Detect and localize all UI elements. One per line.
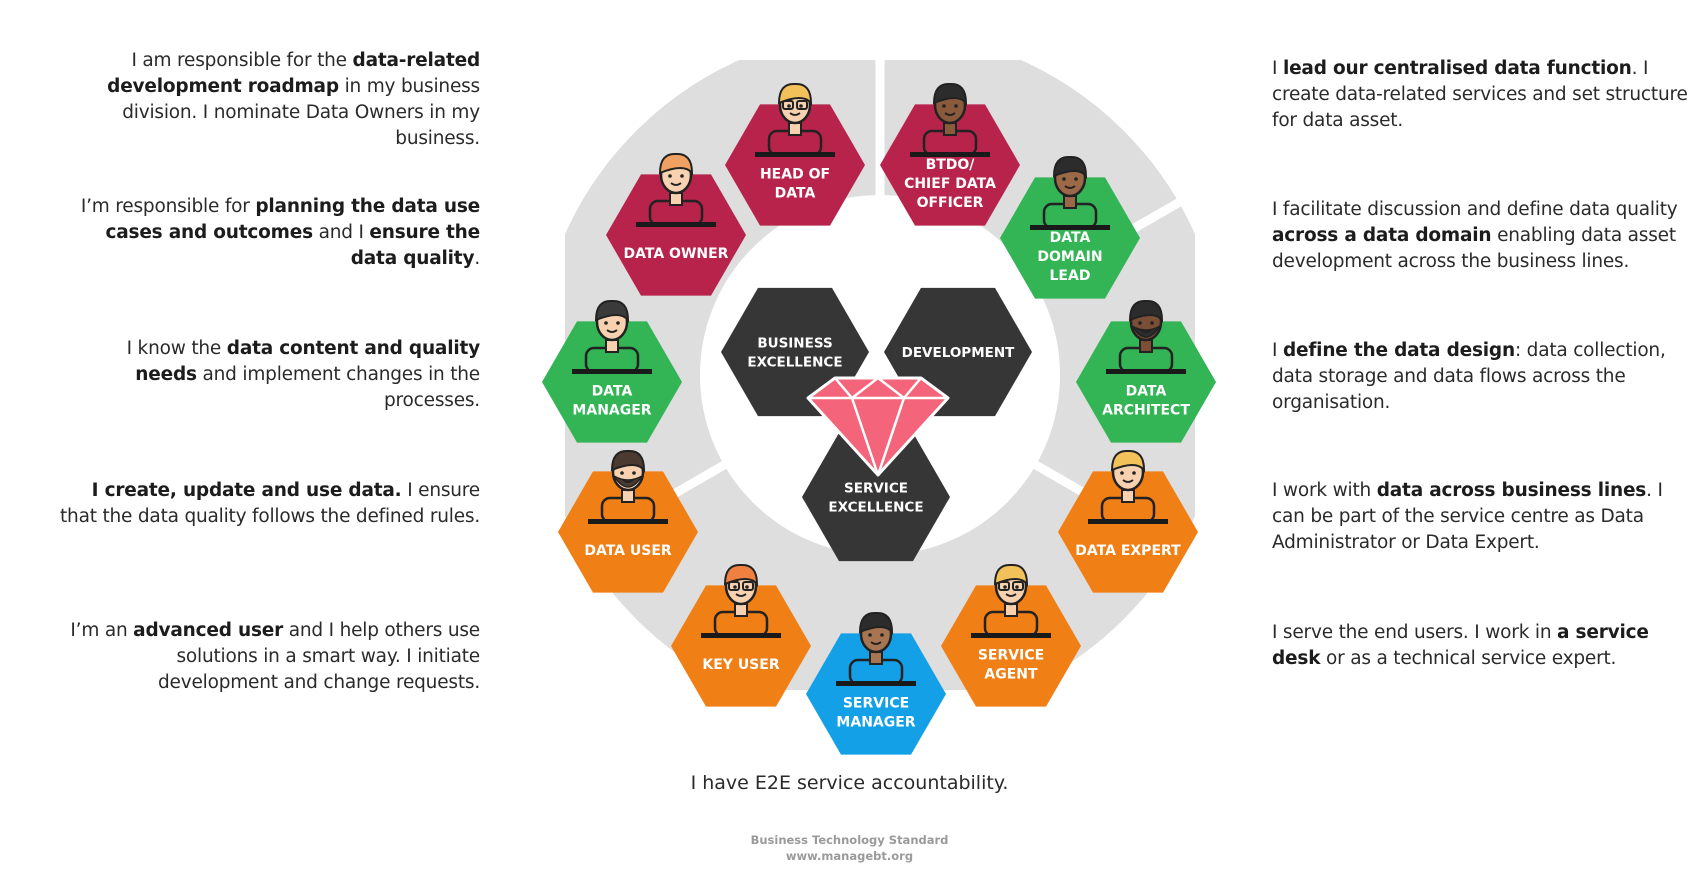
person-woman-glasses-icon (755, 82, 835, 157)
description-data-expert: I work with data across business lines. … (1272, 480, 1663, 553)
description-data-domain-lead: I facilitate discussion and define data … (1272, 199, 1678, 272)
service-agent-hexagon: SERVICE AGENT (941, 563, 1081, 707)
data-domain-lead-label: DATA (1050, 230, 1091, 246)
data-expert-hexagon: DATA EXPERT (1058, 449, 1198, 593)
person-woman-icon (572, 299, 652, 374)
data-architect-label: DATA (1126, 384, 1167, 400)
service-manager-label: SERVICE (843, 696, 909, 712)
service-agent-label: AGENT (984, 667, 1038, 683)
service-excellence-hexagon: SERVICE EXCELLENCE (802, 432, 950, 562)
footer: Business Technology Standard www.manageb… (0, 832, 1699, 864)
head-of-data-label: HEAD OF (760, 167, 830, 183)
gem-icon (806, 376, 950, 477)
person-woman-icon (1088, 449, 1168, 524)
description-btdo: I lead our centralised data function. I … (1272, 58, 1688, 131)
data-user-label: DATA USER (584, 543, 672, 559)
data-user-hexagon: DATA USER (558, 449, 698, 593)
btdo-label: CHIEF DATA (904, 176, 996, 192)
btdo-label: OFFICER (917, 195, 984, 211)
description-data-user: I create, update and use data. I ensure … (60, 480, 481, 527)
footer-title: Business Technology Standard (750, 833, 949, 847)
service-excellence-label: SERVICE (844, 481, 908, 497)
data-domain-lead-label: LEAD (1050, 268, 1091, 284)
description-service-agent: I serve the end users. I work in a servi… (1272, 622, 1649, 669)
description-data-owner: I’m responsible for planning the data us… (80, 196, 480, 269)
data-manager-label: MANAGER (572, 403, 651, 419)
data-manager-hexagon: DATA MANAGER (542, 299, 682, 443)
role-hexagons: HEAD OF DATA BTDO/CHIEF DATA OFFICER DATA OW… (542, 82, 1216, 755)
person-bearded-man-icon (588, 449, 668, 524)
center-cluster: BUSINESS EXCELLENCE DEVELOPMENT SERVICE EXCE… (721, 287, 1032, 562)
description-data-architect: I define the data design: data collectio… (1272, 340, 1666, 413)
person-man-glasses-icon (701, 563, 781, 638)
data-architect-label: ARCHITECT (1102, 403, 1190, 419)
data-manager-label: DATA (592, 384, 633, 400)
btdo-hexagon: BTDO/CHIEF DATA OFFICER (880, 82, 1020, 226)
bottom-note: I have E2E service accountability. (690, 772, 1009, 794)
key-user-hexagon: KEY USER (671, 563, 811, 707)
description-head-of-data: I am responsible for the data-related de… (107, 50, 480, 149)
person-man-icon (1030, 155, 1110, 230)
data-domain-lead-hexagon: DATA DOMAIN LEAD (1000, 155, 1140, 299)
data-owner-hexagon: DATA OWNER (606, 152, 746, 296)
data-owner-label: DATA OWNER (624, 246, 729, 262)
service-manager-label: MANAGER (836, 715, 915, 731)
service-excellence-label: EXCELLENCE (828, 500, 923, 516)
business-excellence-label: EXCELLENCE (747, 355, 842, 371)
person-man-icon (836, 611, 916, 686)
person-man-icon (636, 152, 716, 227)
data-architect-hexagon: DATA ARCHITECT (1076, 299, 1216, 443)
description-key-user: I’m an advanced user and I help others u… (70, 620, 480, 693)
head-of-data-label: DATA (775, 186, 816, 202)
person-woman-icon (910, 82, 990, 157)
development-label: DEVELOPMENT (902, 345, 1016, 361)
data-expert-label: DATA EXPERT (1075, 543, 1181, 559)
business-excellence-label: BUSINESS (757, 336, 832, 352)
person-man-glasses-icon (971, 563, 1051, 638)
btdo-label: BTDO/ (926, 157, 976, 173)
service-agent-label: SERVICE (978, 648, 1044, 664)
key-user-label: KEY USER (702, 657, 779, 673)
description-data-manager: I know the data content and quality need… (126, 338, 481, 411)
person-bearded-man-icon (1106, 299, 1186, 374)
data-domain-lead-label: DOMAIN (1037, 249, 1102, 265)
head-of-data-hexagon: HEAD OF DATA (725, 82, 865, 226)
footer-url[interactable]: www.managebt.org (785, 849, 914, 863)
service-manager-hexagon: SERVICE MANAGER (806, 611, 946, 755)
